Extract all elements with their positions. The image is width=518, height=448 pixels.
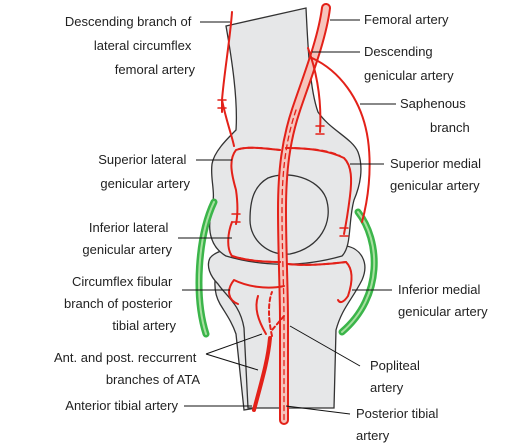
- main-trunk-dashed-line: [281, 109, 297, 421]
- circumflex-fibular-branch-artery: [228, 279, 285, 305]
- sup-med-dashed: [285, 147, 341, 157]
- artery-markers: [217, 99, 349, 237]
- label-posterior-tibial: Posterior tibial artery: [356, 406, 442, 443]
- superior-lateral-genicular-artery: [230, 146, 281, 225]
- recurrent-branches-ata-2: [268, 291, 273, 337]
- saphenous-branch-artery: [311, 57, 371, 223]
- anterior-tibial-artery: [252, 336, 272, 412]
- label-desc-genicular: Descending genicular artery: [364, 44, 454, 83]
- inf-med-dashed: [287, 261, 347, 266]
- label-saphenous: Saphenous branch: [400, 96, 470, 135]
- leader-recurrent-ata-2: [205, 353, 259, 371]
- label-recurrent-ata: Ant. and post. reccurrent branches of AT…: [54, 350, 200, 387]
- patella-bone: [249, 174, 329, 255]
- ligaments: [195, 198, 378, 338]
- label-anterior-tibial: Anterior tibial artery: [65, 398, 178, 413]
- ata-connection: [271, 315, 285, 331]
- medial-collateral-ligament-highlight: [341, 211, 376, 333]
- label-inf-lateral: Inferior lateral genicular artery: [82, 220, 172, 257]
- recurrent-branches-ata: [255, 295, 267, 335]
- lateral-collateral-ligament-highlight: [198, 201, 215, 335]
- leader-popliteal: [289, 325, 361, 367]
- descending-genicular-artery: [307, 47, 322, 133]
- label-sup-lateral: Superior lateral genicular artery: [98, 152, 190, 191]
- arteries: [217, 3, 371, 425]
- label-femoral-artery: Femoral artery: [364, 12, 449, 27]
- leader-recurrent-ata-1: [205, 333, 263, 355]
- label-desc-branch-lcfa: Descending branch of lateral circumflex …: [65, 14, 196, 77]
- label-circumflex-fibular: Circumflex fibular branch of posterior t…: [64, 274, 177, 333]
- leader-lines: [178, 19, 396, 415]
- label-inf-medial: Inferior medial genicular artery: [398, 282, 488, 319]
- label-sup-medial: Superior medial genicular artery: [390, 156, 485, 193]
- inf-lat-dashed: [231, 255, 281, 263]
- label-popliteal: Popliteal artery: [370, 358, 424, 395]
- leader-posterior-tibial: [285, 405, 351, 415]
- sup-lat-dashed: [235, 146, 281, 151]
- labels: Descending branch of lateral circumflex …: [54, 12, 488, 443]
